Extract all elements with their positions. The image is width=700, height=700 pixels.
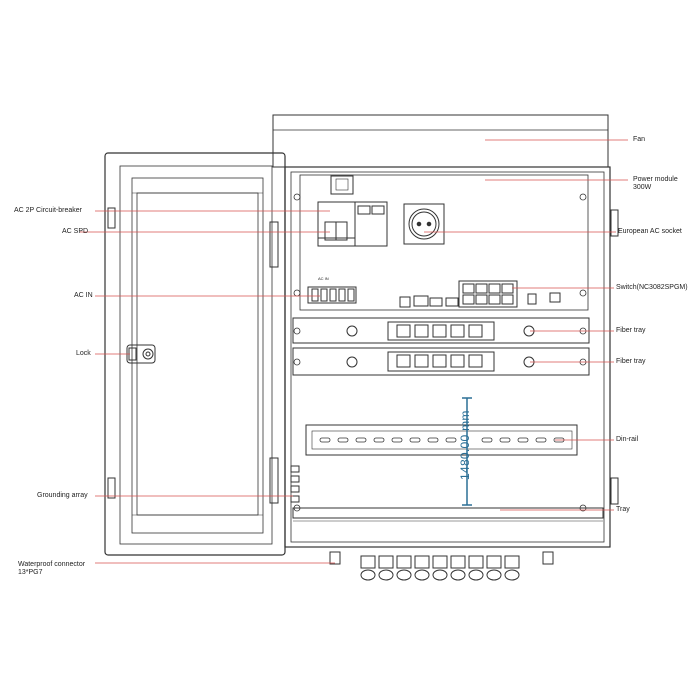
cabinet-body bbox=[284, 166, 611, 548]
power-module-box bbox=[330, 175, 354, 195]
label-waterproof-connector: Waterproof connector bbox=[18, 561, 86, 568]
label-waterproof-connector-spec: 13*PG7 bbox=[18, 569, 43, 576]
cabinet-door bbox=[104, 152, 286, 556]
ac-in-terminal bbox=[307, 286, 357, 304]
label-switch: Switch(NC3082SPGM) bbox=[616, 284, 688, 291]
label-tray: Tray bbox=[616, 506, 630, 513]
label-ac-in: AC IN bbox=[74, 292, 93, 299]
label-fiber-tray-1: Fiber tray bbox=[616, 327, 646, 334]
switch-module bbox=[399, 280, 561, 308]
door-hinge bbox=[269, 457, 279, 504]
label-fiber-tray-2: Fiber tray bbox=[616, 358, 646, 365]
door-hinge bbox=[107, 477, 116, 499]
cabinet-latch bbox=[610, 209, 619, 237]
cabinet-latch bbox=[610, 477, 619, 505]
bottom-tray bbox=[292, 507, 604, 522]
din-rail bbox=[305, 424, 578, 456]
dimension-line bbox=[462, 397, 472, 506]
grounding-array bbox=[290, 465, 300, 503]
label-power-module-watt: 300W bbox=[633, 184, 652, 191]
fan-hood bbox=[272, 114, 609, 168]
door-hinge bbox=[107, 207, 116, 229]
label-european-ac-socket: European AC socket bbox=[618, 228, 682, 235]
dimension-text: 1480.00 mm bbox=[458, 410, 472, 480]
mounting-plate bbox=[299, 174, 589, 311]
label-lock: Lock bbox=[76, 350, 91, 357]
label-din-rail: Din-rail bbox=[616, 436, 639, 443]
lock-icon bbox=[126, 344, 156, 364]
label-fan: Fan bbox=[633, 136, 646, 143]
label-ac-2p-circuit-breaker: AC 2P Circuit-breaker bbox=[14, 207, 82, 214]
label-ac-spd: AC SPD bbox=[62, 228, 89, 235]
label-power-module: Power module bbox=[633, 176, 678, 183]
ac-in-terminal-text: AC IN bbox=[318, 276, 329, 281]
waterproof-connector-row bbox=[329, 551, 554, 581]
ac-circuit-breaker bbox=[317, 201, 356, 247]
leader-lines bbox=[80, 139, 628, 564]
label-grounding-array: Grounding array bbox=[37, 492, 88, 499]
ac-spd bbox=[354, 201, 388, 247]
fiber-tray bbox=[292, 317, 590, 344]
european-ac-socket bbox=[403, 203, 445, 245]
fiber-tray bbox=[292, 347, 590, 376]
door-hinge bbox=[269, 221, 279, 268]
